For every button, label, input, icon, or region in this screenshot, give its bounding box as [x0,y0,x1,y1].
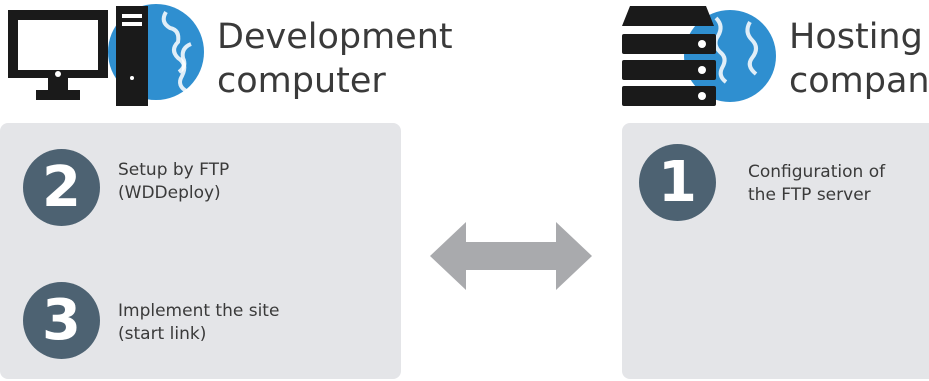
step-badge-1: 1 [639,144,716,221]
step-1-line1: Configuration of [748,162,886,182]
desktop-computer-globe-icon [8,4,204,106]
dev-title-line1: Development [217,17,453,57]
step-1-line2: the FTP server [748,185,871,205]
host-panel: 1 Configuration of the FTP server [622,123,929,379]
dev-panel: 2 Setup by FTP (WDDeploy) 3 Implement th… [0,123,401,379]
server-globe-icon [622,6,776,106]
dev-title-line2: computer [217,61,386,101]
step-3-line1: Implement the site [118,301,280,321]
step-2-line1: Setup by FTP [118,160,230,180]
step-2-line2: (WDDeploy) [118,183,221,203]
step-badge-3: 3 [23,282,100,359]
host-title-line1: Hosting [789,17,923,57]
host-title-line2: company [789,61,929,101]
double-arrow-icon [430,222,592,290]
step-3-line2: (start link) [118,324,207,344]
step-badge-2: 2 [23,149,100,226]
